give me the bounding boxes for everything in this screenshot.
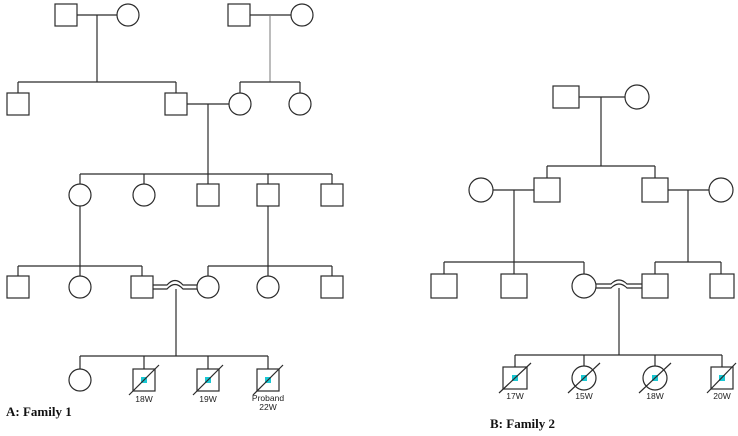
f1-consanguineous-marriage-line: [153, 279, 197, 290]
f1-proband-age-label: 22W: [259, 402, 276, 412]
family-1-pedigree: 18W 19W Proband 22W A: Family 1: [6, 3, 344, 419]
family-2-title: B: Family 2: [490, 416, 555, 431]
f1-gen3-male-1: [196, 183, 220, 207]
f2-gen3-wife: [571, 273, 597, 299]
f2-affected-fetus-2: 15W: [567, 362, 601, 401]
f2-gen2-son-1: [533, 177, 561, 203]
f2-fetus-3-age-label: 18W: [646, 391, 663, 401]
f2-gen2-wife-1: [468, 177, 494, 203]
f2-gen3-husband: [641, 273, 669, 299]
f2-affected-fetus-4: 20W: [706, 362, 737, 401]
f1-gen4-male-1: [6, 275, 30, 299]
f1-gen2-father: [164, 92, 188, 116]
f2-gen1-grandmother: [624, 84, 650, 110]
f1-gen4-wife: [196, 275, 220, 299]
f2-affected-fetus-1: 17W: [498, 362, 532, 401]
f1-affected-fetus-1: 18W: [128, 364, 160, 404]
f1-gen3-male-2: [256, 183, 280, 207]
f2-fetus-2-age-label: 15W: [575, 391, 592, 401]
f1-gen3-female-1: [68, 183, 92, 207]
f1-gen4-husband: [130, 275, 154, 299]
f2-gen3-male-3: [709, 273, 735, 299]
f2-fetus-1-age-label: 17W: [506, 391, 523, 401]
f1-gen4-female-2: [256, 275, 280, 299]
f1-gen1-paternal-grandmother: [116, 3, 140, 27]
f1-gen1-paternal-grandfather: [54, 3, 78, 27]
f2-gen3-male-2: [500, 273, 528, 299]
f2-consanguineous-marriage-line: [596, 279, 642, 289]
f2-fetus-4-age-label: 20W: [713, 391, 730, 401]
f1-fetus-2-age-label: 19W: [199, 394, 216, 404]
family-1-title: A: Family 1: [6, 404, 72, 419]
f2-affected-fetus-3: 18W: [638, 362, 672, 401]
f1-proband-label: Proband: [252, 393, 284, 403]
f2-gen2-wife-2: [708, 177, 734, 203]
f1-fetus-1-age-label: 18W: [135, 394, 152, 404]
f2-gen1-grandfather: [552, 85, 580, 109]
f2-gen3-male-1: [430, 273, 458, 299]
f1-gen5-female-child: [68, 368, 92, 392]
f1-gen2-maternal-aunt: [288, 92, 312, 116]
f1-gen4-male-2: [320, 275, 344, 299]
f1-gen1-maternal-grandfather: [227, 3, 251, 27]
f1-gen2-paternal-uncle: [6, 92, 30, 116]
f1-gen4-female-1: [68, 275, 92, 299]
f1-gen1-maternal-grandmother: [290, 3, 314, 27]
f1-gen3-female-2: [132, 183, 156, 207]
f1-affected-fetus-2: 19W: [192, 364, 224, 404]
f1-gen3-male-3: [320, 183, 344, 207]
family-2-pedigree: 17W 15W 18W 20W B: Family 2: [430, 84, 737, 431]
f2-gen2-son-2: [641, 177, 669, 203]
f1-proband-fetus: Proband 22W: [252, 364, 284, 412]
f1-gen2-mother: [228, 92, 252, 116]
